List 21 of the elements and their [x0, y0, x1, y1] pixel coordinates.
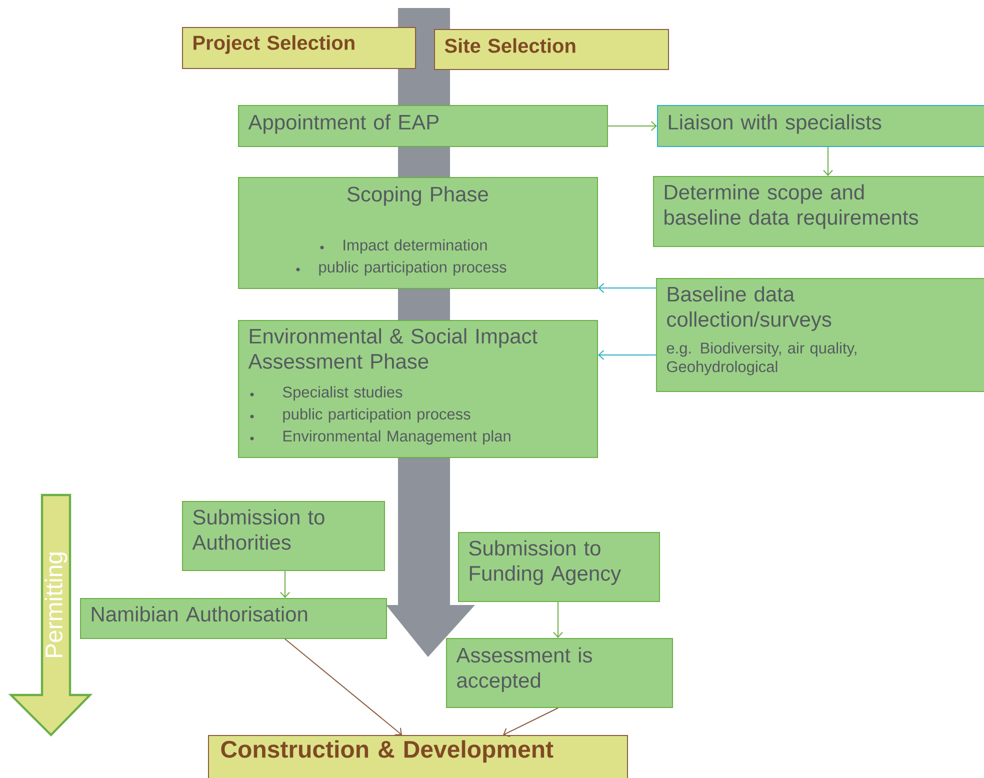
arrow — [823, 146, 833, 176]
arrow — [608, 121, 657, 131]
process-box: Submission to Authorities — [182, 501, 385, 571]
process-box: Submission to Funding Agency — [458, 532, 660, 602]
arrow — [503, 708, 558, 737]
arrow — [598, 350, 656, 360]
stage-box: Site Selection — [434, 29, 669, 70]
process-box: Baseline data collection/surveys e.g. Biodiversity, air quality, Geohydrological — [656, 278, 984, 392]
stage-box: Project Selection — [182, 27, 416, 69]
process-box: Environmental & Social Impact Assessment Phase Specialist studies public participation process Environmental Management plan — [238, 320, 598, 458]
process-box: Appointment of EAP — [238, 105, 608, 147]
arrow — [284, 638, 402, 736]
process-box: Scoping Phase Impact determination public participation process — [238, 177, 598, 289]
process-box: Liaison with specialists — [657, 105, 984, 147]
arrow — [280, 570, 290, 598]
arrow — [553, 602, 563, 638]
process-box: Namibian Authorisation — [80, 598, 387, 639]
process-box: Assessment is accepted — [446, 638, 673, 708]
arrow — [598, 283, 656, 293]
process-box: Determine scope and baseline data requirements — [653, 176, 984, 247]
stage-box: Construction & Development — [208, 735, 628, 778]
